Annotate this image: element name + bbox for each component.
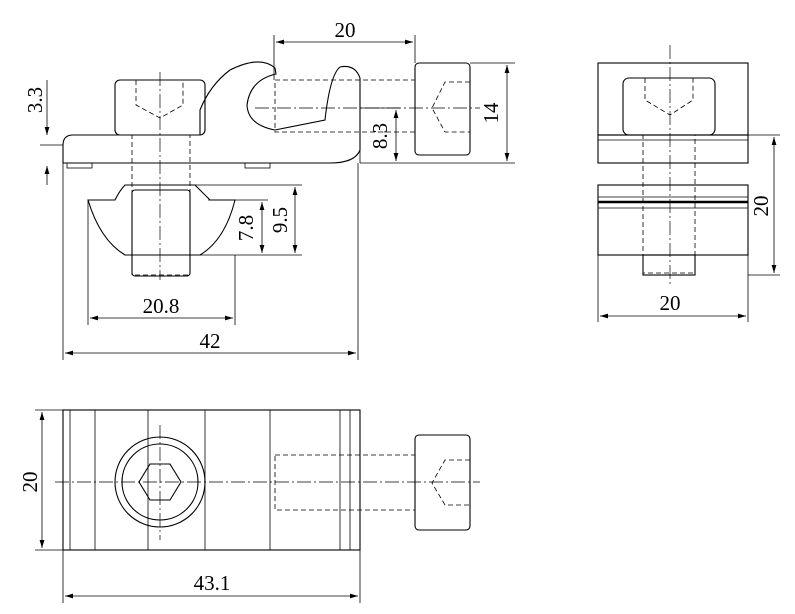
front-view: 20 3.3 14 8.3 7.8 9.5 20.8 42 (23, 18, 515, 360)
dim-side-height: 20 (749, 196, 773, 217)
dim-side-width: 20 (660, 291, 681, 315)
top-view: 20 43.1 (18, 409, 480, 603)
dim-nut-height-outer: 9.5 (268, 207, 292, 233)
dim-bolt-spacing: 20 (335, 18, 356, 42)
dim-top-width: 20 (18, 472, 42, 493)
dim-nut-width: 20.8 (143, 294, 180, 318)
side-view: 20 20 (597, 45, 780, 322)
dim-nut-height-inner: 7.8 (234, 215, 258, 241)
dim-screw-head-height: 14 (479, 102, 503, 124)
dim-top-length: 43.1 (194, 571, 231, 595)
dim-hook-height: 8.3 (368, 123, 392, 149)
dim-overall-length: 42 (200, 329, 221, 353)
dim-plate-thickness: 3.3 (23, 87, 47, 113)
